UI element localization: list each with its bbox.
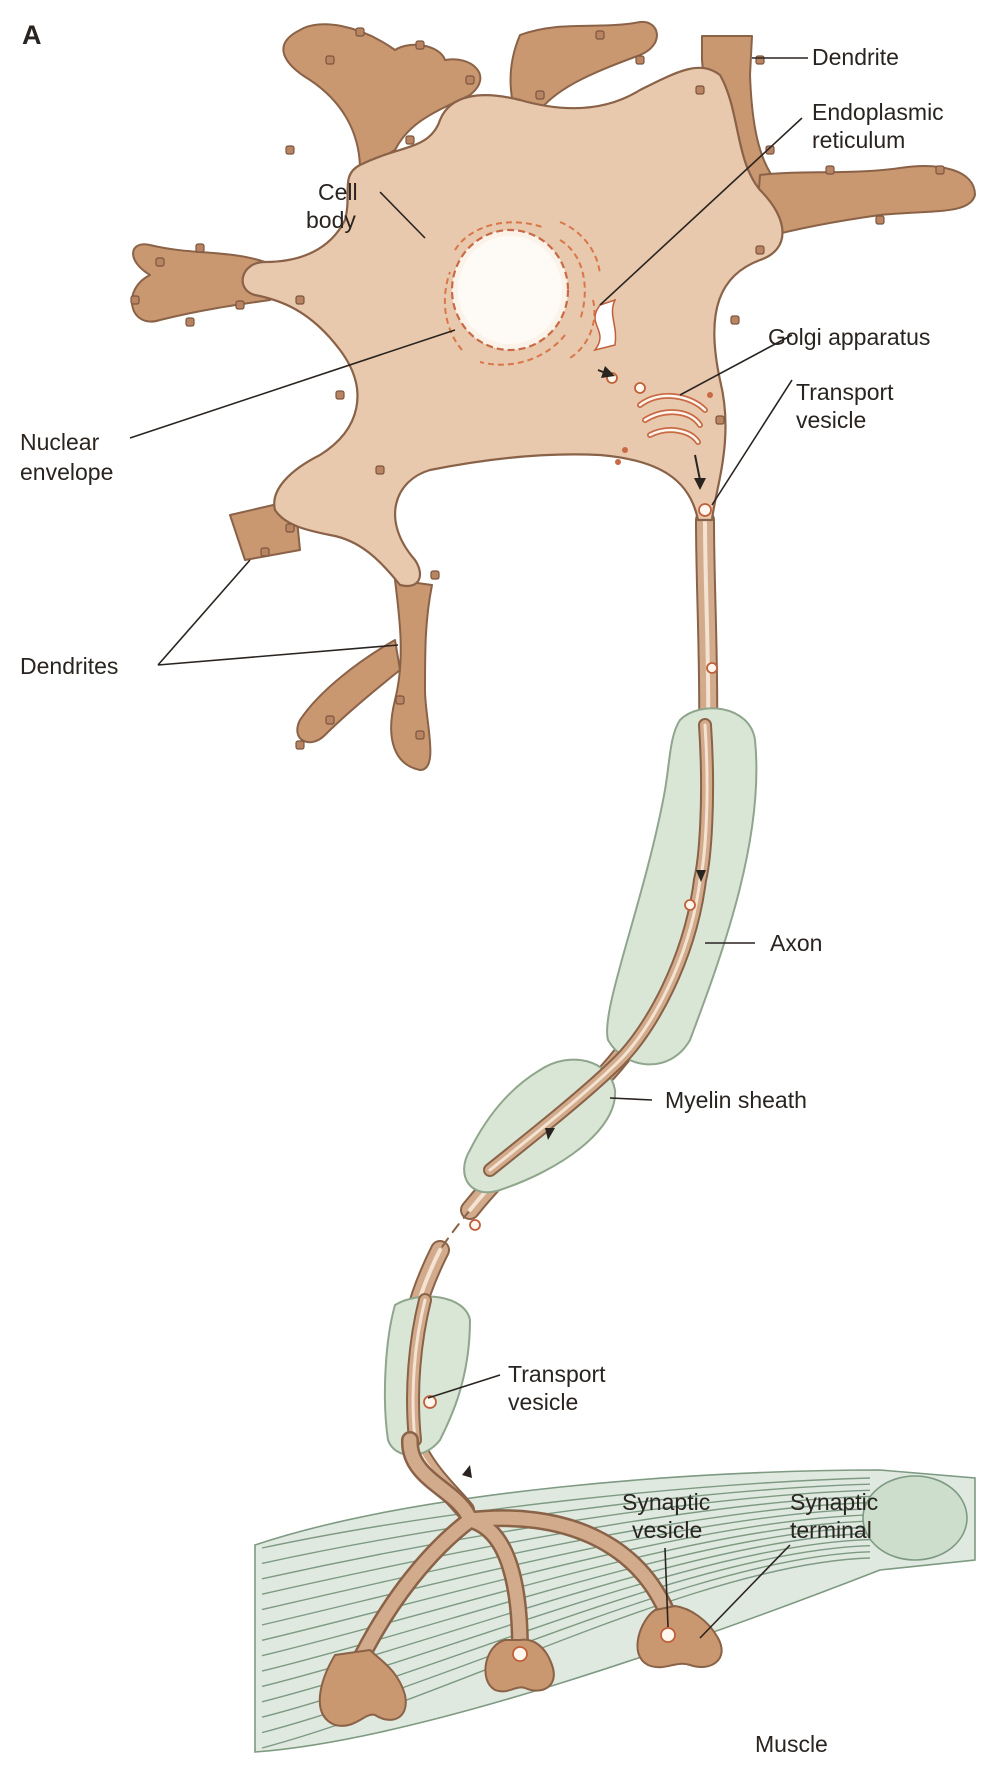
dendritic-spine: [196, 244, 204, 252]
label-dendrite: Dendrite: [812, 44, 899, 70]
label-axon: Axon: [770, 930, 822, 956]
muscle-tendon: [863, 1476, 967, 1560]
dendritic-spine: [396, 696, 404, 704]
dendritic-spine: [336, 391, 344, 399]
myelin-segment-1: [607, 708, 756, 1064]
label-er-line1: Endoplasmic: [812, 99, 944, 125]
label-transport-top-line2: vesicle: [796, 407, 866, 433]
label-transport-top-line1: Transport: [796, 379, 894, 405]
dendritic-spine: [876, 216, 884, 224]
label-cell-body-line2: body: [306, 207, 356, 233]
label-dendrites: Dendrites: [20, 653, 118, 679]
dendritic-spine: [156, 258, 164, 266]
vesicle-icon: [635, 383, 645, 393]
label-cell-body-line1: Cell: [318, 179, 358, 205]
label-synaptic-terminal-line1: Synaptic: [790, 1489, 878, 1515]
label-synaptic-vesicle-line2: vesicle: [632, 1517, 702, 1543]
label-transport-bottom-line1: Transport: [508, 1361, 606, 1387]
label-synaptic-terminal-line2: terminal: [790, 1517, 872, 1543]
dendritic-spine: [636, 56, 644, 64]
label-muscle: Muscle: [755, 1731, 828, 1757]
dendritic-spine: [416, 731, 424, 739]
synaptic-vesicle-icon: [513, 1647, 527, 1661]
dendritic-spine: [296, 296, 304, 304]
dendritic-spine: [696, 86, 704, 94]
label-myelin: Myelin sheath: [665, 1087, 807, 1113]
dendritic-spine: [596, 31, 604, 39]
label-er-line2: reticulum: [812, 127, 905, 153]
transport-vesicle-icon: [707, 663, 717, 673]
dendritic-spine: [826, 166, 834, 174]
dendritic-spine: [326, 716, 334, 724]
dendritic-spine: [286, 146, 294, 154]
dendritic-spine: [536, 91, 544, 99]
label-golgi: Golgi apparatus: [768, 324, 930, 350]
dendritic-spine: [296, 741, 304, 749]
dendritic-spine: [286, 524, 294, 532]
dendritic-spine: [236, 301, 244, 309]
arrow-icon: [462, 1465, 472, 1478]
dendritic-spine: [356, 28, 364, 36]
dendritic-spine: [186, 318, 194, 326]
dendritic-spine: [431, 571, 439, 579]
dendritic-spine: [731, 316, 739, 324]
synaptic-vesicle-icon: [661, 1628, 675, 1642]
dendrite-lower: [297, 580, 432, 770]
dendritic-spine: [756, 246, 764, 254]
label-nuclear-line1: Nuclear: [20, 429, 100, 455]
dendrite-right: [755, 166, 975, 240]
dendritic-spine: [131, 296, 139, 304]
transport-vesicle-icon: [470, 1220, 480, 1230]
myelin-sheaths: [385, 708, 756, 1455]
label-nuclear-line2: envelope: [20, 459, 113, 485]
dendritic-spine: [416, 41, 424, 49]
dendritic-spine: [326, 56, 334, 64]
dendritic-spine: [406, 136, 414, 144]
dendritic-spine: [716, 416, 724, 424]
dendritic-spine: [936, 166, 944, 174]
transport-vesicle-icon: [685, 900, 695, 910]
dendritic-spine: [261, 548, 269, 556]
panel-label: A: [22, 20, 42, 50]
dendritic-spine: [466, 76, 474, 84]
dendritic-spine: [376, 466, 384, 474]
label-synaptic-vesicle-line1: Synaptic: [622, 1489, 710, 1515]
label-transport-bottom-line2: vesicle: [508, 1389, 578, 1415]
transport-vesicle-icon: [699, 504, 711, 516]
